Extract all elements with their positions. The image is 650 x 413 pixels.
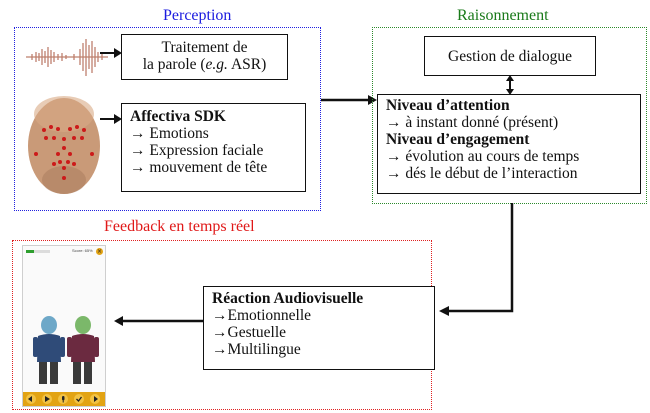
reaction-item-multilingual: →Multilingue — [212, 341, 301, 358]
speech-processing-line2: la parole (e.g. ASR) — [142, 56, 267, 73]
reaction-item-gestural: →Gestuelle — [212, 324, 287, 341]
progress-bar-track — [26, 250, 50, 253]
speech-arrow-icon — [100, 48, 122, 58]
engagement-title: Niveau d’engagement — [386, 131, 530, 148]
feedback-title: Feedback en temps réel — [104, 218, 255, 235]
face-landmarks-image — [28, 96, 100, 194]
reasoning-title: Raisonnement — [457, 7, 549, 24]
perception-group — [14, 27, 321, 211]
audiovisual-reaction-box: Réaction Audiovisuelle →Emotionnelle →Ge… — [203, 286, 435, 370]
affectiva-arrow-icon — [100, 114, 122, 124]
microphone-icon[interactable] — [58, 394, 68, 404]
forward-arrow-icon[interactable] — [90, 394, 100, 404]
app-screen: Score: 65% × — [22, 245, 106, 407]
dialogue-management-box: Gestion de dialogue — [424, 36, 596, 76]
speech-processing-line1: Traitement de — [161, 39, 248, 56]
engagement-item-evolution: → évolution au cours de temps — [386, 148, 580, 165]
bidirectional-arrow-icon — [506, 75, 514, 95]
affectiva-item-emotions: → Emotions — [130, 125, 209, 142]
affectiva-sdk-title: Affectiva SDK — [130, 108, 226, 125]
perception-to-reasoning-arrow — [321, 95, 377, 105]
avatar-characters-image — [33, 316, 99, 384]
engagement-item-start: → dés le début de l’interaction — [386, 165, 578, 182]
audiovisual-reaction-title: Réaction Audiovisuelle — [212, 290, 364, 307]
play-icon[interactable] — [42, 394, 52, 404]
attention-item: → à instant donné (présent) — [386, 114, 559, 131]
dialogue-management-label: Gestion de dialogue — [448, 48, 572, 65]
progress-bar-fill — [26, 250, 35, 253]
reasoning-to-reaction-arrow — [439, 203, 514, 316]
attention-title: Niveau d’attention — [386, 97, 510, 114]
audio-waveform-icon — [26, 39, 108, 76]
affectiva-sdk-box: Affectiva SDK → Emotions → Expression fa… — [121, 103, 306, 192]
speech-processing-box: Traitement de la parole (e.g. ASR) — [121, 34, 288, 80]
reaction-item-emotional: →Emotionnelle — [212, 307, 312, 324]
perception-title: Perception — [163, 7, 232, 24]
attention-engagement-box: Niveau d’attention → à instant donné (pr… — [377, 94, 641, 194]
affectiva-item-expression: → Expression faciale — [130, 142, 264, 159]
score-label: Score: 65% — [72, 248, 93, 253]
check-icon[interactable] — [74, 394, 84, 404]
reasoning-group — [372, 27, 647, 204]
close-icon[interactable]: × — [96, 248, 103, 255]
back-arrow-icon[interactable] — [26, 394, 36, 404]
app-button-bar — [23, 392, 105, 406]
reaction-to-app-arrow — [114, 316, 204, 326]
affectiva-item-head-movement: → mouvement de tête — [130, 159, 268, 176]
